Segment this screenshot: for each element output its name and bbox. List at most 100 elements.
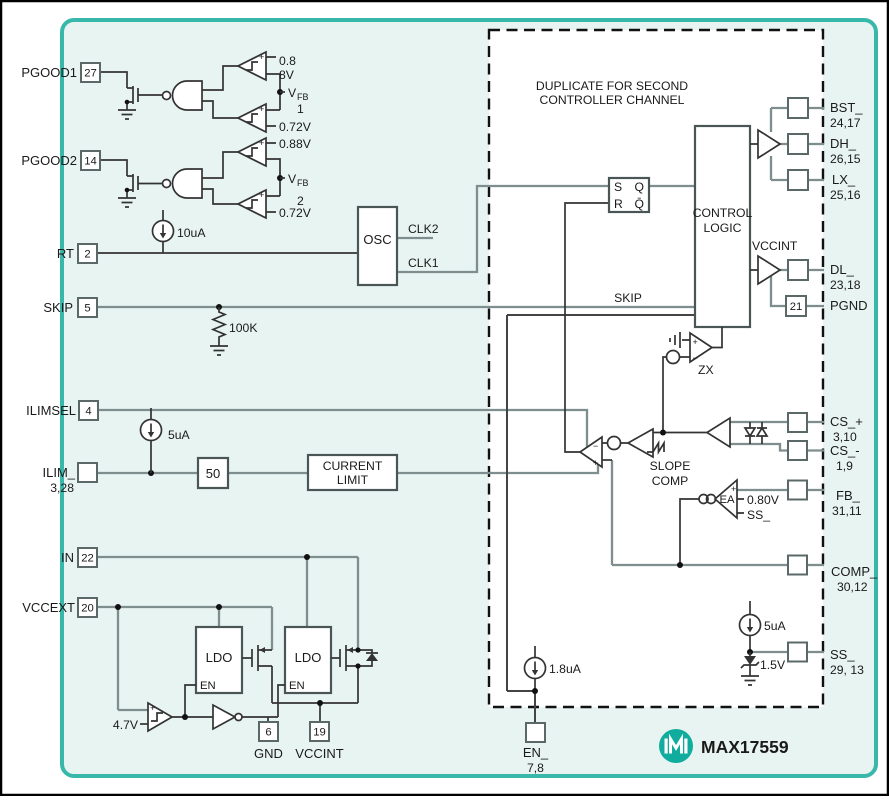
latch-q-label: Q [635, 180, 644, 194]
pin-box-ilimsel [78, 400, 99, 421]
ldo2-label: LDO [295, 650, 322, 665]
dl-driver-icon [757, 254, 782, 286]
pin-sub-comp: 30,12 [837, 580, 868, 594]
duplicate-channel-dashed-box [487, 28, 825, 709]
threshold-0p72: 0.72V [279, 120, 312, 134]
pin-box-ilim [77, 462, 98, 483]
pin-label-cs-plus: CS_+ [830, 414, 863, 429]
current-10ua-label: 10uA [177, 226, 206, 240]
ilim-circuit: 5uA 50 CURRENT LIMIT [139, 408, 399, 492]
minus-mark: − [693, 353, 698, 363]
pin-label-ss: SS_ [830, 647, 855, 662]
ground-icon [669, 332, 690, 348]
zener-1p5v-label: 1.5V [760, 658, 786, 672]
pin-label-dl: DL_ [830, 262, 855, 277]
pin-label-rt: RT [57, 246, 74, 261]
plus-mark: + [150, 703, 155, 713]
pin-sub-cs-minus: 1,9 [836, 459, 853, 473]
pin-label-gnd: GND [254, 746, 283, 761]
latch-r-label: R [614, 197, 623, 211]
vfb2-channel: 2 [297, 194, 304, 208]
pin-box-pgood2 [80, 150, 101, 171]
pin-label-ilim: ILIM_ [42, 465, 75, 480]
plus-mark: + [259, 104, 264, 114]
summing-node-icon [606, 435, 622, 451]
pin-box-en [525, 722, 546, 743]
pass-fet2-icon [331, 645, 359, 703]
pin-box-lx [787, 169, 809, 191]
gain-50-block [196, 456, 230, 490]
zener-diode-icon [740, 652, 760, 676]
ldo-section: LDO EN LDO EN + 4.7V [113, 554, 378, 733]
pin-label-ilimsel: ILIMSEL [26, 403, 76, 418]
pin-box-pgood1 [80, 62, 101, 83]
threshold-0p88: 0.88V [279, 137, 312, 151]
pin-label-vccext: VCCEXT [22, 600, 75, 615]
control-logic-line1: CONTROL [693, 206, 753, 220]
threshold-0p88-line2: 8V [279, 68, 295, 82]
left-pins: PGOOD1 27 PGOOD2 14 RT 2 SKIP 5 ILIMSEL … [21, 62, 101, 618]
comparator-icon [236, 136, 281, 196]
clk2-label: CLK2 [408, 222, 439, 236]
zx-comparator: + − ZX [662, 327, 723, 433]
pin-num-pgood2: 14 [84, 156, 97, 168]
pin-sub-en: 7,8 [527, 761, 544, 775]
ea-ss-ref-label: SS_ [747, 508, 770, 522]
mosfet-icon [124, 174, 139, 193]
ground-icon [118, 109, 136, 120]
sawtooth-icon [647, 439, 665, 456]
plus-mark: + [259, 190, 264, 200]
plus-mark: + [259, 138, 264, 148]
right-pins: BST_ 24,17 DH_ 26,15 LX_ 25,16 DL_ 23,18… [785, 97, 878, 677]
resistor-icon [210, 307, 228, 346]
pin-num-skip: 5 [84, 303, 90, 315]
pin-sub-ilim: 3,28 [50, 481, 74, 495]
skip-signal-label: SKIP [614, 291, 642, 305]
ldo2-en-label: EN [289, 680, 305, 692]
clk1-label: CLK1 [408, 256, 439, 270]
plus-mark: + [259, 52, 264, 62]
error-amplifier: EA + 0.80V SS_ [677, 478, 780, 568]
cs-amp-icon [705, 416, 731, 449]
ldo1-block [194, 625, 244, 695]
ldo1-en-label: EN [200, 680, 216, 692]
pin-box-cs-plus [787, 412, 808, 433]
pin-box-vccint [309, 721, 330, 742]
pin-box-pgnd [785, 295, 807, 317]
slope-comp-line2: COMP [652, 474, 689, 488]
pin-label-comp: COMP_ [831, 564, 878, 579]
zx-label: ZX [698, 363, 714, 377]
pin-label-dh: DH_ [830, 136, 857, 151]
duplicate-note-line1: DUPLICATE FOR SECOND [536, 79, 688, 93]
pin-label-en: EN_ [523, 745, 549, 760]
ea-label: EA [719, 494, 735, 506]
vfb1-label: V [288, 86, 297, 100]
pin-num-in: 22 [81, 553, 94, 565]
pin-label-lx: LX_ [832, 172, 856, 187]
gate-drivers: VCCINT [750, 128, 798, 286]
pin-label-pgnd: PGND [830, 298, 868, 313]
pass-fet1-icon [242, 645, 273, 703]
nand-gate-icon [161, 80, 203, 111]
current-source-icon [139, 408, 163, 473]
pin-sub-dl: 23,18 [830, 278, 861, 292]
maxim-m-glyph [664, 733, 688, 754]
pin-label-vccint: VCCINT [295, 746, 343, 761]
duplicate-note-line2: CONTROLLER CHANNEL [540, 93, 685, 107]
pin-num-pgnd: 21 [790, 301, 803, 313]
pin-box-ss [787, 641, 808, 663]
zx-sense-node-icon [665, 349, 681, 365]
inverter-icon [212, 703, 243, 731]
pin-label-bst: BST_ [830, 100, 863, 115]
trunk-wires [97, 106, 824, 723]
ground-icon [741, 675, 759, 686]
enable-circuit: 1.8uA [523, 646, 582, 694]
pin-label-cs-minus: CS_- [830, 443, 860, 458]
comparator-icon [236, 50, 281, 110]
pin-box-dl [787, 259, 809, 281]
part-number: MAX17559 [701, 737, 789, 757]
current-1p8ua-label: 1.8uA [549, 662, 582, 676]
minus-mark: − [593, 441, 598, 451]
